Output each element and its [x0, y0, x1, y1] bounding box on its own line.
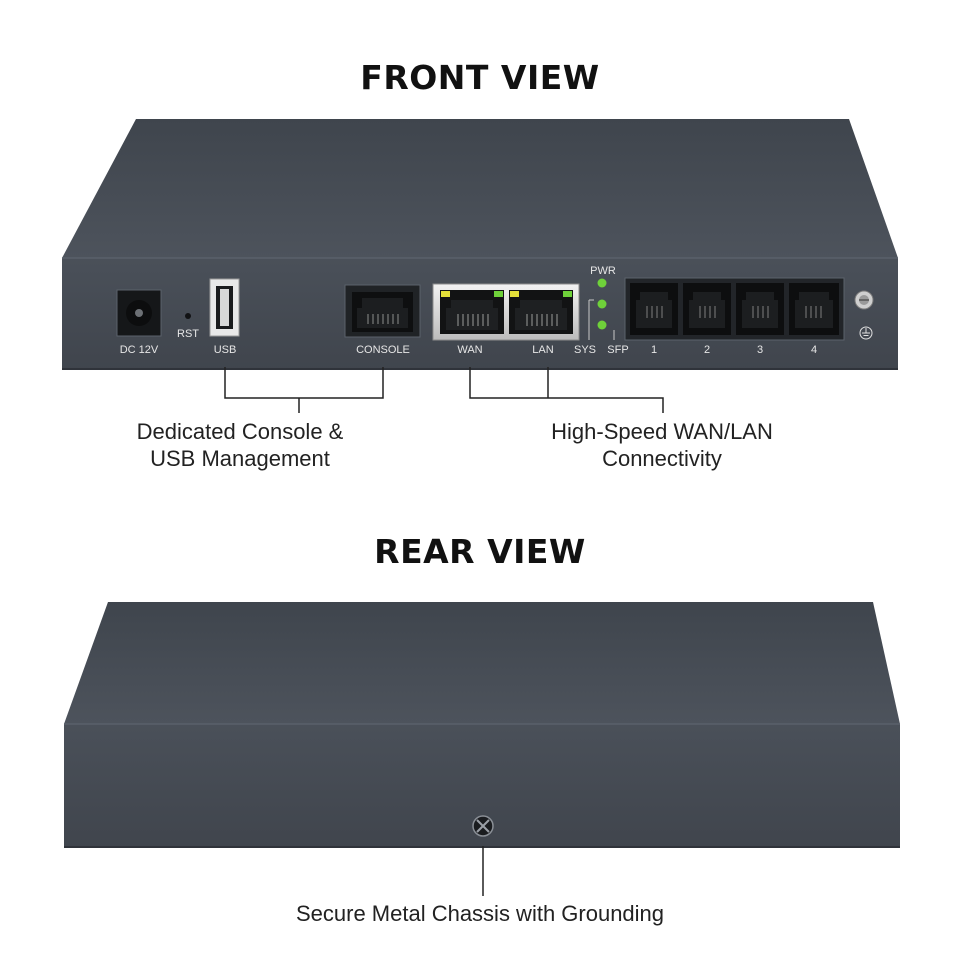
label-dc: DC 12V — [120, 344, 159, 356]
wan-lan-jack-block — [432, 283, 580, 341]
lan-port — [509, 290, 573, 334]
label-sfp: SFP — [607, 344, 628, 356]
label-port-2: 2 — [704, 344, 710, 356]
phone-port-1 — [630, 283, 678, 335]
ground-symbol-icon — [859, 326, 873, 340]
management-callout-line-1: Dedicated Console & — [136, 419, 344, 444]
reset-pinhole — [185, 313, 191, 319]
phone-port-block — [624, 277, 845, 341]
label-sys: SYS — [574, 344, 596, 356]
connectivity-callout: High-Speed WAN/LAN Connectivity — [522, 418, 802, 472]
front-chassis-top — [62, 119, 898, 258]
label-pwr: PWR — [590, 265, 616, 277]
label-wan: WAN — [457, 344, 482, 356]
lan-led-left — [510, 291, 519, 297]
rear-router-device — [64, 602, 900, 896]
wan-led-left — [441, 291, 450, 297]
label-lan: LAN — [532, 344, 553, 356]
sfp-led — [597, 320, 607, 330]
lan-led-right — [563, 291, 572, 297]
ground-screw-icon — [854, 290, 874, 310]
management-callout: Dedicated Console & USB Management — [100, 418, 380, 472]
phone-port-3 — [736, 283, 784, 335]
label-port-4: 4 — [811, 344, 817, 356]
label-console: CONSOLE — [356, 344, 410, 356]
label-port-1: 1 — [651, 344, 657, 356]
rear-ground-screw-icon — [472, 815, 494, 837]
label-usb: USB — [214, 344, 237, 356]
label-rst: RST — [177, 328, 199, 340]
connectivity-callout-line-2: Connectivity — [602, 446, 722, 471]
connectivity-callout-bracket — [469, 367, 664, 413]
pwr-led — [597, 278, 607, 288]
phone-port-4 — [789, 283, 839, 335]
connectivity-callout-line-1: High-Speed WAN/LAN — [551, 419, 773, 444]
rear-view-heading: REAR VIEW — [374, 532, 586, 571]
wan-led-right — [494, 291, 503, 297]
usb-port — [209, 278, 240, 337]
chassis-callout: Secure Metal Chassis with Grounding — [295, 901, 665, 926]
console-port — [344, 284, 421, 338]
rear-chassis-top — [64, 602, 900, 724]
wan-port — [440, 290, 504, 334]
phone-port-2 — [683, 283, 731, 335]
sys-led — [597, 299, 607, 309]
dc-power-jack — [116, 289, 162, 337]
management-callout-bracket — [224, 367, 384, 413]
management-callout-line-2: USB Management — [150, 446, 330, 471]
label-port-3: 3 — [757, 344, 763, 356]
front-view-heading: FRONT VIEW — [360, 58, 600, 97]
